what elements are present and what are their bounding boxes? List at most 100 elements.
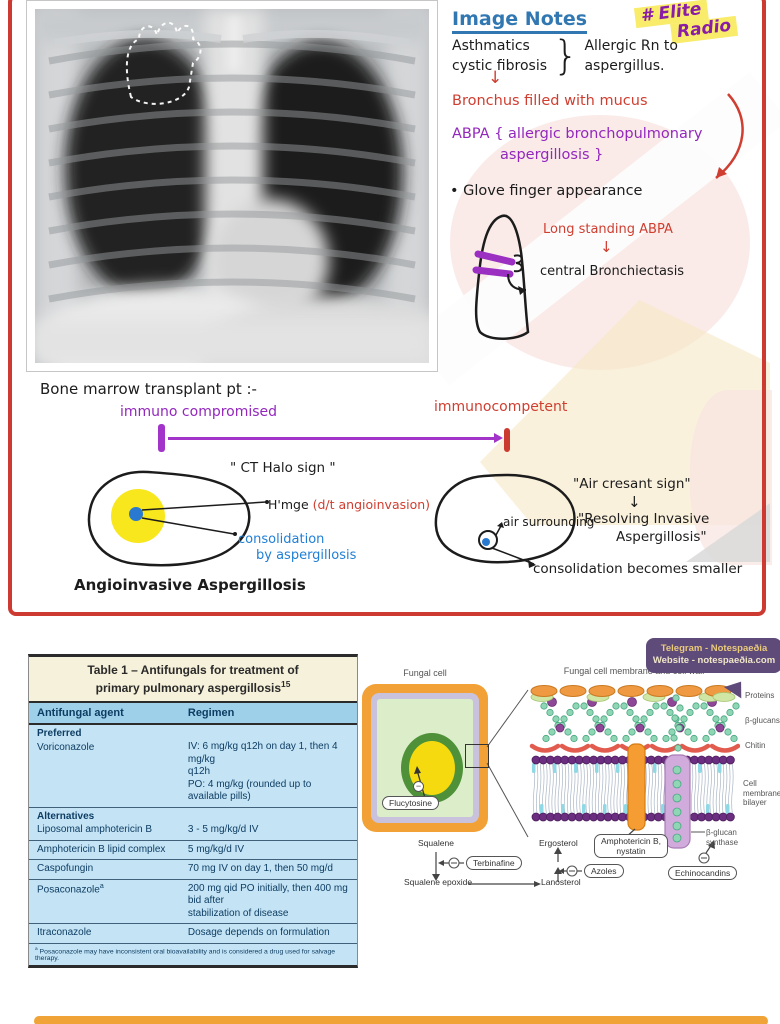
synthase-label-1: β-glucan xyxy=(706,828,737,837)
bilayer-label-1: Cell membrane xyxy=(743,779,780,798)
synthase-label-2: synthase xyxy=(706,837,739,847)
abpa-definition-line2: aspergillosis } xyxy=(500,147,604,163)
immunocompetent-label: immunocompetent xyxy=(434,399,568,415)
ergosterol-label: Ergosterol xyxy=(539,838,578,848)
table-section-header: Preferred xyxy=(37,728,82,740)
table-header-row: Antifungal agent Regimen xyxy=(29,701,357,726)
halo-sign-sketch xyxy=(87,470,269,567)
bilayer-label: Cell membrane bilayer xyxy=(743,779,780,808)
hemorrhage-black: H'mge xyxy=(268,497,313,512)
table-cell-agent: Posaconazolea xyxy=(37,882,104,896)
allergic-reaction-line1: Allergic Rn to xyxy=(584,38,678,54)
membrane-illustration xyxy=(529,685,740,849)
mucus-plug-mark xyxy=(472,266,514,278)
resolving-invasive-2: Aspergillosis" xyxy=(616,529,707,545)
footnote-text: Posaconazole may have inconsistent oral … xyxy=(35,947,336,962)
glove-finger-note: • Glove finger appearance xyxy=(450,183,643,199)
consolidation-smaller-note: consolidation becomes smaller xyxy=(533,561,743,577)
table-header-agent: Antifungal agent xyxy=(37,707,124,720)
table-title-line1: Table 1 – Antifungals for treatment of xyxy=(87,663,299,677)
table-title-line2: primary pulmonary aspergillosis xyxy=(95,680,282,695)
amphotericin-line1: Amphotericin B, xyxy=(601,836,661,846)
fungal-cell-label: Fungal cell xyxy=(403,668,447,678)
lung-sketch xyxy=(472,214,530,340)
spectrum-arrowhead xyxy=(494,433,503,443)
zoom-connector-lines xyxy=(486,689,529,838)
antifungal-table: Table 1 – Antifungals for treatment of p… xyxy=(28,654,358,968)
terbinafine-label: Terbinafine xyxy=(466,856,522,870)
notespaedia-badge: Telegram - Notespaeðia Website - notespa… xyxy=(646,638,780,673)
ergosterol-pathway-arrows xyxy=(432,828,715,887)
trigger-cystic-fibrosis: cystic fibrosis xyxy=(452,58,547,75)
bmt-title: Bone marrow transplant pt :- xyxy=(40,380,257,398)
table-row: Posaconazolea 200 mg qid PO initially, th… xyxy=(29,878,357,924)
image-notes-title: Image Notes xyxy=(452,8,588,34)
red-curved-arrow xyxy=(715,93,744,179)
crescent-nodule xyxy=(482,538,490,546)
red-down-arrow: ↓ xyxy=(488,68,503,88)
table-header-regimen: Regimen xyxy=(187,707,235,720)
trigger-asthmatics: Asthmatics xyxy=(452,38,530,54)
black-down-arrow: ↓ xyxy=(628,493,641,511)
squalene-epoxide-label: Squalene epoxide xyxy=(404,877,473,887)
abpa-triggers-note: Asthmatics cystic fibrosis } Allergic Rn… xyxy=(452,36,678,77)
table-cell-regimen: 70 mg IV on day 1, then 50 mg/d xyxy=(187,863,333,875)
air-crescent-sign-label: "Air cresant sign" xyxy=(573,476,691,492)
notes-frame xyxy=(8,0,766,616)
beta-glucans-label: β-glucans xyxy=(745,716,780,725)
table-section-header: Alternatives xyxy=(37,810,95,822)
angioinvasive-caption: Angioinvasive Aspergillosis xyxy=(74,576,306,594)
mucus-plug-mark xyxy=(474,250,516,266)
table-cell-regimen: 3 - 5 mg/kg/d IV xyxy=(187,823,259,835)
azoles-label: Azoles xyxy=(584,864,624,878)
bronchiectasis-curl xyxy=(513,254,523,273)
abpa-definition-line1: ABPA { allergic bronchopulmonary xyxy=(452,126,703,142)
red-down-arrow-2: ↓ xyxy=(600,238,613,256)
footnote-sup: a xyxy=(35,946,38,952)
flucytosine-inhibit-icon: − xyxy=(413,781,424,792)
consolidation-label-1: consolidation xyxy=(238,532,325,547)
amphotericin-label: Amphotericin B, nystatin xyxy=(594,834,668,859)
membrane-label: Fungal cell membrane and cell wall xyxy=(563,666,705,676)
table-cell-regimen: IV: 6 mg/kg q12h on day 1, then 4 mg/kg … xyxy=(187,741,338,803)
long-standing-abpa-note: Long standing ABPA xyxy=(543,222,673,237)
glove-finger-dotted-outline xyxy=(125,21,202,105)
inhibit-icons xyxy=(448,852,710,877)
resolving-invasive-1: "Resolving Invasive xyxy=(578,511,710,527)
table-title-sup: 15 xyxy=(281,678,291,689)
spectrum-line xyxy=(168,437,496,440)
chitin-label: Chitin xyxy=(745,741,766,750)
spectrum-left-bar xyxy=(158,424,165,452)
badge-telegram-line: Telegram - Notespaeðia xyxy=(660,643,768,654)
table-footnote: a Posaconazole may have inconsistent ora… xyxy=(29,942,357,965)
table-cell-agent: Amphotericin B lipid complex xyxy=(37,843,166,855)
air-surrounding-label: air surrounding xyxy=(503,515,595,529)
air-crescent-sketch xyxy=(434,473,576,568)
hemorrhage-label: H'mge (d/t angioinvasion) xyxy=(268,497,430,512)
allergic-reaction-line2: aspergillus. xyxy=(584,58,665,75)
bottom-orange-bar xyxy=(34,1016,768,1024)
proteins-label: Proteins xyxy=(745,691,775,700)
badge-website-line: Website - notespaeðia.com xyxy=(652,655,776,667)
hemorrhage-red: (d/t angioinvasion) xyxy=(312,497,431,512)
brace-glyph: } xyxy=(553,33,579,80)
consolidation-label-2: by aspergillosis xyxy=(256,548,357,563)
synthase-label: β-glucan synthase xyxy=(706,828,738,847)
halo-nodule xyxy=(129,507,143,521)
table-cell-agent: Caspofungin xyxy=(37,863,94,875)
table-cell-agent: Itraconazole xyxy=(37,927,92,939)
table-cell-regimen: 200 mg qid PO initially, then 400 mg bid… xyxy=(187,882,348,919)
immunocompromised-label: immuno compromised xyxy=(120,404,278,420)
table-row: Caspofungin 70 mg IV on day 1, then 50 mg… xyxy=(29,859,357,879)
central-bronchiectasis-note: central Bronchiectasis xyxy=(540,264,685,279)
ct-halo-sign-label: " CT Halo sign " xyxy=(230,460,336,476)
echinocandins-label: Echinocandins xyxy=(668,866,738,880)
mucus-note: Bronchus filled with mucus xyxy=(452,93,648,109)
